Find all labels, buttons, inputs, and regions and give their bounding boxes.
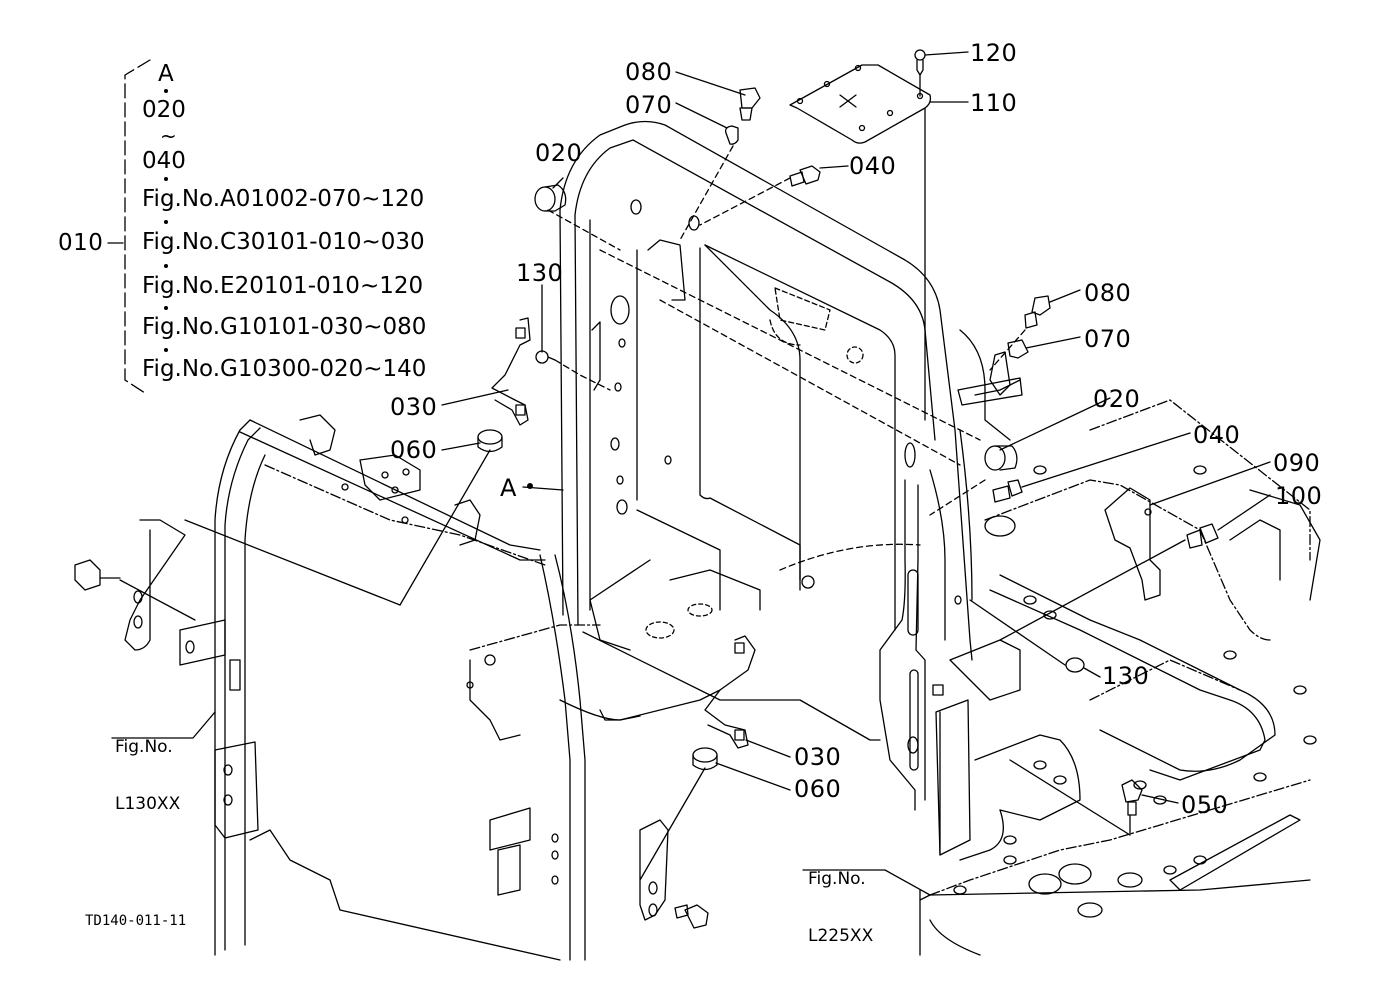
list-item: 040 bbox=[142, 148, 186, 174]
callout-060-left[interactable]: 060 bbox=[390, 436, 438, 464]
callout-120[interactable]: 120 bbox=[970, 39, 1018, 67]
back-panel bbox=[560, 122, 980, 741]
callout-020-left[interactable]: 020 bbox=[535, 139, 583, 167]
fasteners bbox=[478, 50, 1218, 928]
assembly-bracket bbox=[108, 60, 168, 393]
list-item: Fig.No.G10300-020∼140 bbox=[142, 356, 427, 382]
list-item: Fig.No.E20101-010∼120 bbox=[142, 273, 424, 299]
left-cab-frame bbox=[75, 415, 720, 960]
list-item: Fig.No.C30101-010∼030 bbox=[142, 229, 425, 255]
figure-ref-l225xx[interactable]: Fig.No. L225XX bbox=[808, 832, 873, 965]
callout-050[interactable]: 050 bbox=[1181, 791, 1229, 819]
leader-lines bbox=[112, 52, 1270, 895]
callout-030-left[interactable]: 030 bbox=[390, 393, 438, 421]
callout-040-right[interactable]: 040 bbox=[1193, 421, 1241, 449]
callout-030-bottom[interactable]: 030 bbox=[794, 743, 842, 771]
callout-090[interactable]: 090 bbox=[1273, 449, 1321, 477]
figure-ref-prefix: Fig.No. bbox=[115, 737, 173, 757]
callout-080-top[interactable]: 080 bbox=[625, 58, 673, 86]
right-pillar bbox=[880, 330, 1080, 860]
callout-020-right[interactable]: 020 bbox=[1093, 385, 1141, 413]
reference-point-a-dot bbox=[527, 483, 533, 489]
list-item-range-symbol: ~ bbox=[160, 124, 177, 148]
figure-ref-number: L225XX bbox=[808, 926, 874, 946]
callout-080-right[interactable]: 080 bbox=[1084, 279, 1132, 307]
callout-040-top[interactable]: 040 bbox=[849, 152, 897, 180]
cover-plate-110 bbox=[790, 65, 930, 143]
callout-100[interactable]: 100 bbox=[1275, 482, 1323, 510]
parent-part-number: 010 bbox=[58, 230, 104, 256]
drawing-code: TD140-011-11 bbox=[85, 913, 187, 929]
figure-ref-prefix: Fig.No. bbox=[808, 869, 866, 889]
callout-070-top[interactable]: 070 bbox=[625, 91, 673, 119]
list-item: Fig.No.A01002-070∼120 bbox=[142, 186, 425, 212]
callout-130-left[interactable]: 130 bbox=[516, 259, 564, 287]
callout-130-right[interactable]: 130 bbox=[1102, 662, 1150, 690]
list-item: A bbox=[158, 61, 174, 87]
list-item: 020 bbox=[142, 97, 186, 123]
callout-110[interactable]: 110 bbox=[970, 89, 1018, 117]
floor-deck bbox=[920, 400, 1320, 955]
figure-ref-number: L130XX bbox=[115, 794, 181, 814]
callout-070-right[interactable]: 070 bbox=[1084, 325, 1132, 353]
callout-060-bottom[interactable]: 060 bbox=[794, 775, 842, 803]
figure-ref-l130xx[interactable]: Fig.No. L130XX bbox=[115, 700, 180, 833]
reference-label-a: A bbox=[500, 474, 517, 502]
list-item: Fig.No.G10101-030∼080 bbox=[142, 314, 427, 340]
